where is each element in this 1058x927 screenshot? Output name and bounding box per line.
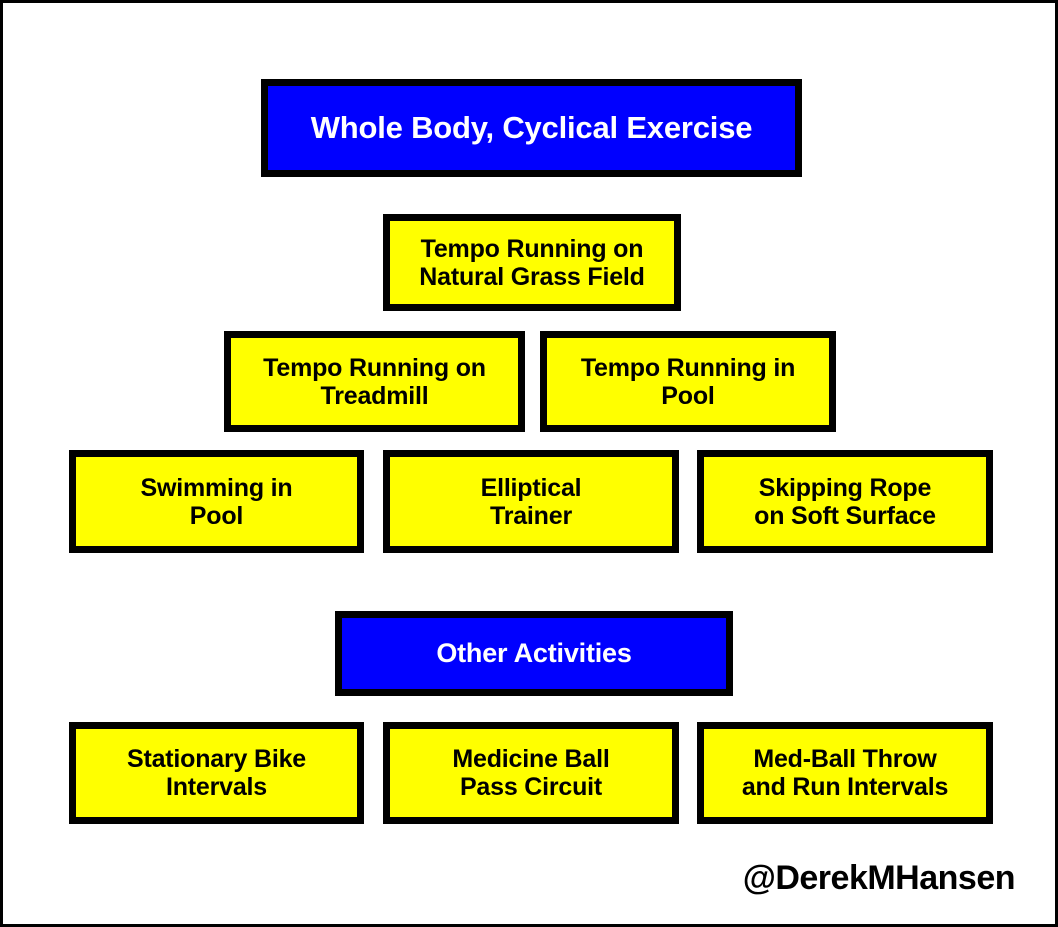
activity-elliptical-trainer: Elliptical Trainer [383, 450, 679, 553]
author-credit: @DerekMHansen [742, 859, 1016, 897]
header-other-activities: Other Activities [335, 611, 733, 696]
activity-swimming-in-pool: Swimming in Pool [69, 450, 364, 553]
activity-medicine-ball-pass-circuit: Medicine Ball Pass Circuit [383, 722, 679, 824]
activity-tempo-running-pool: Tempo Running in Pool [540, 331, 836, 432]
activity-stationary-bike-intervals: Stationary Bike Intervals [69, 722, 364, 824]
activity-tempo-running-natural-grass-field: Tempo Running on Natural Grass Field [383, 214, 681, 311]
activity-med-ball-throw-and-run-intervals: Med-Ball Throw and Run Intervals [697, 722, 993, 824]
header-whole-body-cyclical-exercise: Whole Body, Cyclical Exercise [261, 79, 802, 177]
activity-skipping-rope-on-soft-surface: Skipping Rope on Soft Surface [697, 450, 993, 553]
activity-tempo-running-treadmill: Tempo Running on Treadmill [224, 331, 525, 432]
